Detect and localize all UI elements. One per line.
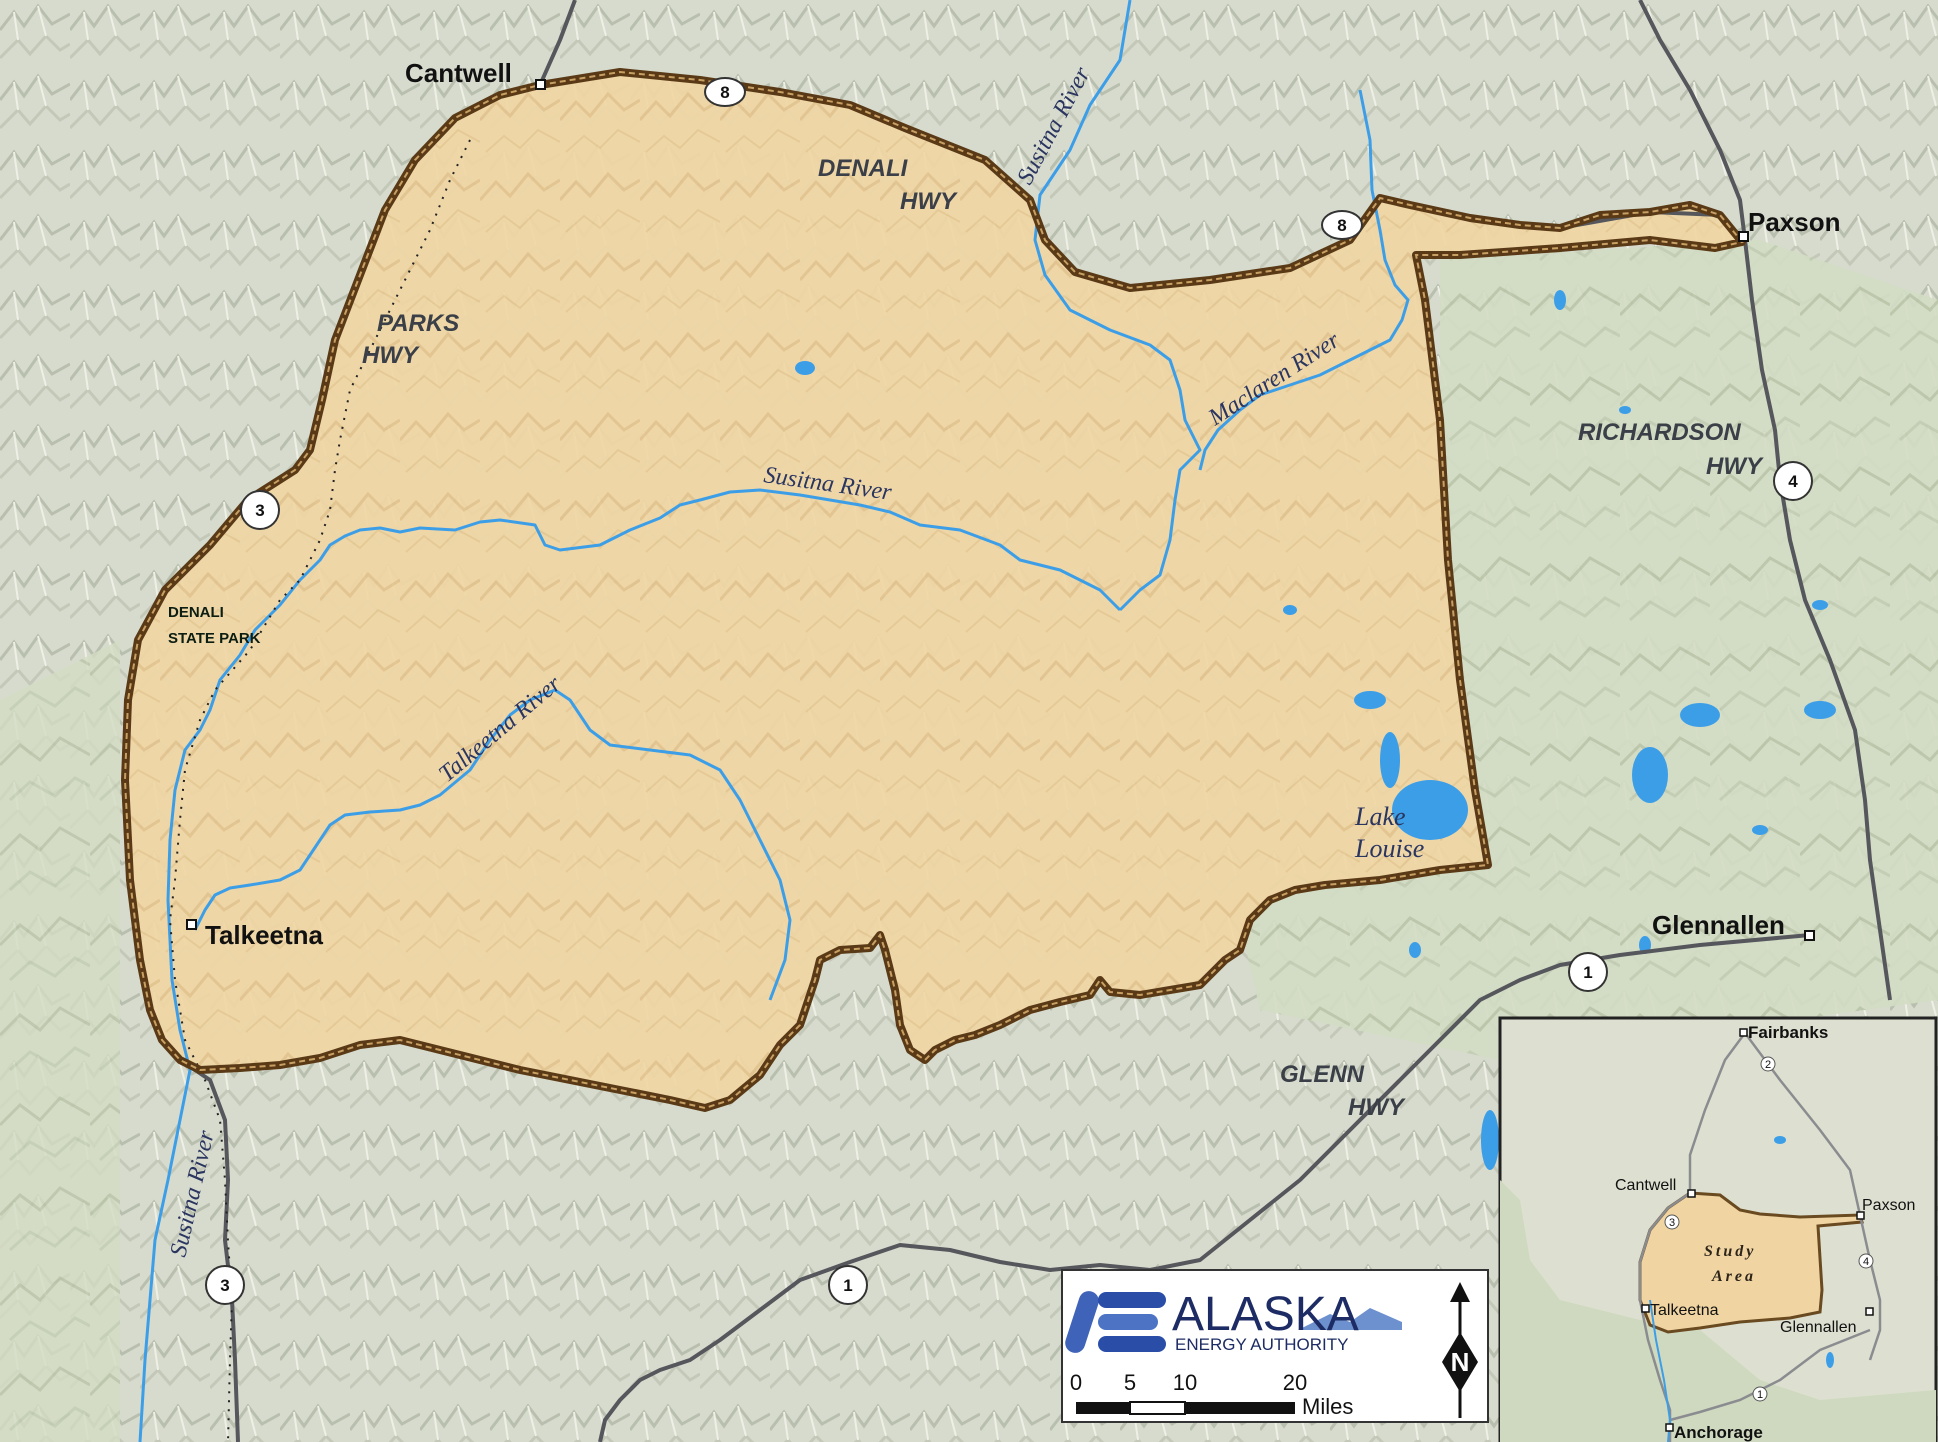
logo-energy-authority-text: ENERGY AUTHORITY [1175, 1335, 1349, 1354]
inset-anchorage-label: Anchorage [1674, 1423, 1763, 1442]
hwy1-shield-a: 1 [1568, 952, 1608, 992]
parks-hwy-label-2: HWY [362, 342, 420, 369]
maclaren-river [1198, 89, 1410, 471]
hwy8-shield-b: 8 [1321, 210, 1363, 240]
inset-map: Fairbanks Cantwell Paxson Talkeetna Glen… [1498, 1016, 1938, 1442]
lakes [795, 290, 1836, 1170]
denali-state-park-label-2: STATE PARK [168, 630, 261, 647]
paxson-label: Paxson [1748, 207, 1841, 237]
cantwell-label: Cantwell [405, 58, 512, 88]
study-area-polygon [125, 72, 1742, 1108]
susitna-river-main [138, 488, 1122, 1442]
study-area-boundary-inner [123, 70, 1744, 1110]
richardson-hwy-road [1638, 0, 1892, 1001]
talkeetna-marker [186, 919, 197, 930]
scale-tick-5: 5 [1124, 1370, 1136, 1395]
inset-shield-4: 4 [1863, 1256, 1869, 1268]
inset-glennallen-label: Glennallen [1780, 1319, 1857, 1336]
town-markers [186, 79, 1815, 941]
richardson-hwy-label-2: HWY [1706, 453, 1764, 480]
alaska-energy-authority-logo: ALASKA ENERGY AUTHORITY [1065, 1288, 1402, 1354]
glenn-hwy-label-1: GLENN [1280, 1061, 1365, 1088]
denali-hwy-label-2: HWY [900, 188, 958, 215]
glennallen-marker [1804, 930, 1815, 941]
inset-cantwell-label: Cantwell [1615, 1177, 1676, 1194]
glennallen-label: Glennallen [1652, 910, 1785, 940]
denali-hwy-label-1: DENALI [818, 155, 909, 182]
north-arrow-label: N [1451, 1347, 1470, 1377]
hwy1-shield-b-number: 1 [843, 1276, 852, 1295]
hwy1-shield-b: 1 [828, 1265, 868, 1305]
scale-bar: 0 5 10 20 Miles [1070, 1370, 1353, 1419]
inset-fairbanks-label: Fairbanks [1748, 1023, 1828, 1042]
scale-tick-0: 0 [1070, 1370, 1082, 1395]
lowland-terrain-west [0, 640, 120, 1442]
scale-tick-20: 20 [1283, 1370, 1307, 1395]
scale-unit-label: Miles [1302, 1394, 1353, 1419]
scale-tick-10: 10 [1173, 1370, 1197, 1395]
hwy4-shield-number: 4 [1788, 472, 1798, 491]
lowland-terrain [1230, 240, 1938, 1060]
inset-shield-3: 3 [1669, 1217, 1675, 1229]
logo-alaska-text: ALASKA [1172, 1288, 1359, 1341]
railroad [168, 139, 471, 1442]
hwy8-shield-a: 8 [704, 77, 746, 107]
inset-study-label-1: Study [1704, 1243, 1756, 1260]
hwy3-shield-a: 3 [240, 490, 280, 530]
hwy3-shield-b: 3 [205, 1265, 245, 1305]
glenn-hwy-road [598, 933, 1811, 1442]
rivers [138, 0, 1410, 1442]
talkeetna-label: Talkeetna [205, 920, 324, 950]
parks-hwy-label-1: PARKS [377, 310, 459, 337]
hwy3-shield-a-number: 3 [255, 501, 264, 520]
hwy8-shield-b-number: 8 [1337, 216, 1346, 235]
glenn-hwy-label-2: HWY [1348, 1094, 1406, 1121]
north-arrow: N [1442, 1282, 1478, 1418]
inset-road-network [1688, 1032, 1747, 1193]
denali-state-park-label-1: DENALI [168, 604, 224, 621]
hwy3-shield-b-number: 3 [220, 1276, 229, 1295]
lake-louise-shape [1392, 780, 1468, 840]
inset-study-label-2: Area [1711, 1268, 1756, 1285]
lake-louise-label-1: Lake [1354, 802, 1406, 831]
paxson-marker [1738, 231, 1749, 242]
susitna-river-north [1033, 0, 1202, 612]
richardson-hwy-label-1: RICHARDSON [1578, 419, 1741, 446]
inset-shield-1: 1 [1757, 1389, 1763, 1401]
legend-box: ALASKA ENERGY AUTHORITY 0 5 10 20 Miles … [1061, 1269, 1489, 1423]
lake-louise-label-2: Louise [1354, 834, 1424, 863]
inset-paxson-label: Paxson [1862, 1197, 1915, 1214]
inset-shield-2: 2 [1765, 1059, 1771, 1071]
talkeetna-river [193, 688, 792, 1001]
hwy8-shield-a-number: 8 [720, 83, 729, 102]
cantwell-marker [535, 79, 546, 90]
inset-talkeetna-label: Talkeetna [1650, 1302, 1719, 1319]
hwy4-shield: 4 [1773, 461, 1813, 501]
hwy1-shield-a-number: 1 [1583, 963, 1592, 982]
